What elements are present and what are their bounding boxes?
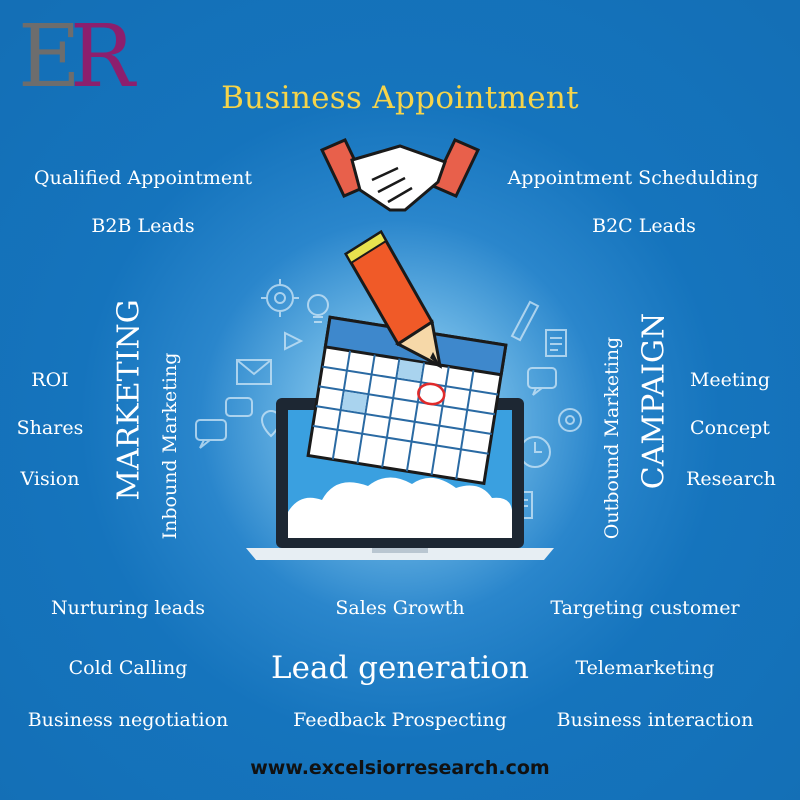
calendar-icon <box>306 315 508 486</box>
gear-icon <box>558 408 582 432</box>
keyword-sales-growth: Sales Growth <box>335 597 465 619</box>
gear-icon <box>261 279 299 317</box>
pencil-icon <box>343 229 443 369</box>
keyword-b2c-leads: B2C Leads <box>592 215 696 237</box>
handshake-icon <box>319 138 481 212</box>
chat-bubble-icon <box>284 331 304 351</box>
keyword-feedback-prospecting: Feedback Prospecting <box>293 709 507 731</box>
keyword-business-interaction: Business interaction <box>556 709 754 731</box>
logo-letter-e: E <box>18 7 81 107</box>
keyword-concept: Concept <box>690 417 770 439</box>
keyword-cold-calling: Cold Calling <box>68 657 188 679</box>
chat-bubble-icon <box>527 367 557 396</box>
logo-letter-r: R <box>70 7 135 107</box>
keyword-b2b-leads: B2B Leads <box>91 215 195 237</box>
page-title: Business Appointment <box>221 80 579 116</box>
vertical-outbound-marketing: Outbound Marketing <box>601 336 623 540</box>
lightbulb-icon <box>307 294 329 323</box>
vertical-marketing: MARKETING <box>111 299 147 501</box>
keyword-roi: ROI <box>31 369 69 391</box>
keyword-appointment-scheduling: Appointment Schedulding <box>507 167 759 189</box>
vertical-campaign: CAMPAIGN <box>636 312 672 490</box>
chat-bubble-icon <box>195 397 253 449</box>
vertical-inbound-marketing: Inbound Marketing <box>159 352 181 540</box>
keyword-nurturing-leads: Nurturing leads <box>51 597 205 619</box>
pencil-icon <box>510 300 540 342</box>
keyword-meeting: Meeting <box>689 369 771 391</box>
keyword-telemarketing: Telemarketing <box>575 657 715 679</box>
website-link[interactable]: www.excelsiorresearch.com <box>250 757 550 779</box>
keyword-qualified-appointment: Qualified Appointment <box>34 167 252 189</box>
envelope-icon <box>236 359 272 385</box>
keyword-business-negotiation: Business negotiation <box>27 709 229 731</box>
keyword-lead-generation: Lead generation <box>271 650 529 686</box>
keyword-targeting-customer: Targeting customer <box>550 597 740 619</box>
keyword-shares: Shares <box>16 417 84 439</box>
er-logo: E R <box>18 10 158 105</box>
clock-icon <box>519 436 551 468</box>
keyword-vision: Vision <box>20 468 80 490</box>
keyword-research: Research <box>686 468 776 490</box>
